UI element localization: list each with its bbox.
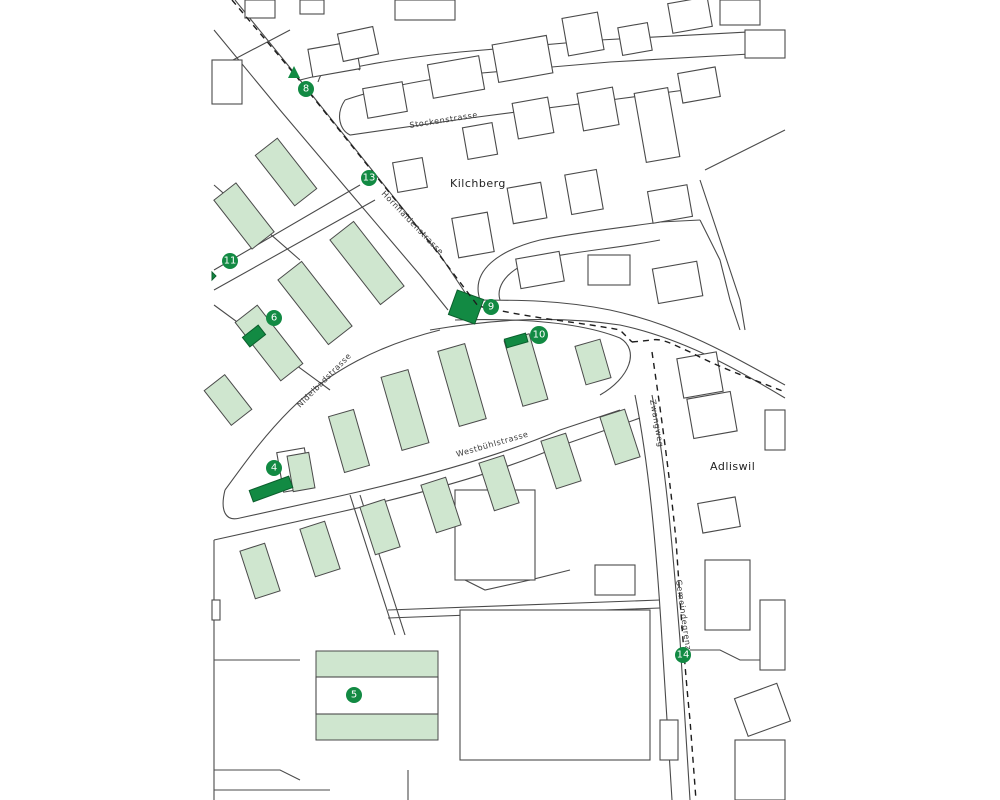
place-labels: Kilchberg Adliswil: [450, 177, 755, 473]
marker-11[interactable]: 11: [222, 253, 238, 269]
label-hornhaldenstrasse: Hornhaldenstrasse: [380, 189, 446, 257]
marker-13[interactable]: 13: [361, 170, 377, 186]
label-nidelbadstrasse: Nidelbadstrasse: [295, 351, 353, 409]
label-kilchberg: Kilchberg: [450, 177, 506, 190]
buildings: [211, 0, 792, 800]
marker-5[interactable]: 5: [346, 687, 362, 703]
svg-text:4: 4: [271, 463, 277, 474]
markers: 8 13 11 6 9 10 4 5 14: [222, 81, 691, 703]
svg-text:14: 14: [677, 650, 690, 661]
label-adliswil: Adliswil: [710, 460, 755, 473]
svg-text:10: 10: [533, 330, 546, 341]
svg-text:6: 6: [271, 313, 277, 324]
label-westbuehlstrasse: Westbühlstrasse: [455, 430, 529, 459]
highlighted-buildings: [211, 270, 529, 503]
svg-text:8: 8: [303, 84, 309, 95]
svg-text:11: 11: [224, 256, 237, 267]
building-6: [241, 324, 267, 348]
walking-route: [231, 0, 786, 800]
marker-10[interactable]: 10: [530, 326, 548, 344]
marker-9[interactable]: 9: [483, 299, 499, 315]
green-lots: [203, 137, 641, 741]
label-gemeindegrenze: Gemeindegrenze: [674, 579, 694, 656]
marker-14[interactable]: 14: [675, 647, 691, 663]
route-arrow: [288, 66, 300, 78]
marker-4[interactable]: 4: [266, 460, 282, 476]
svg-text:13: 13: [363, 173, 376, 184]
svg-text:5: 5: [351, 690, 357, 701]
building-11-edge: [211, 270, 217, 282]
svg-text:9: 9: [488, 302, 494, 313]
marker-8[interactable]: 8: [298, 81, 314, 97]
building-9: [447, 289, 485, 325]
marker-6[interactable]: 6: [266, 310, 282, 326]
building-4: [248, 475, 294, 503]
building-10: [503, 332, 529, 349]
